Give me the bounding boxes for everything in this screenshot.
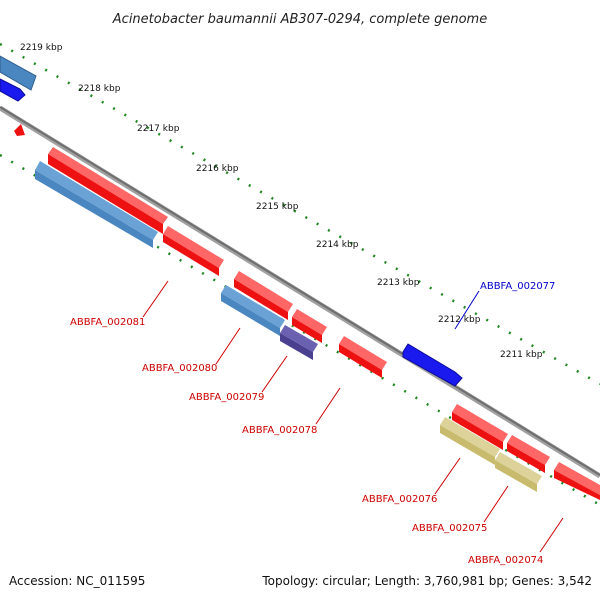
gene-label-ABBFA_002080[interactable]: ABBFA_002080 <box>142 363 217 374</box>
feature-cds-reverse-topleft[interactable] <box>0 78 26 102</box>
leader-ABBFA_002080 <box>215 327 241 365</box>
feature-cds-forward-5[interactable] <box>339 336 387 378</box>
feature-orf-1[interactable] <box>35 161 158 248</box>
accession-text: Accession: NC_011595 <box>9 574 145 588</box>
gene-label-ABBFA_002076[interactable]: ABBFA_002076 <box>362 494 437 505</box>
gene-label-ABBFA_002074[interactable]: ABBFA_002074 <box>468 555 543 566</box>
leader-ABBFA_002076 <box>434 457 461 495</box>
gene-label-ABBFA_002078[interactable]: ABBFA_002078 <box>242 425 317 436</box>
feature-cds-forward-8[interactable] <box>554 462 600 500</box>
scale-label-2218: 2218 kbp <box>78 84 121 94</box>
feature-gene-product-1[interactable] <box>440 417 500 465</box>
gene-label-ABBFA_002075[interactable]: ABBFA_002075 <box>412 523 487 534</box>
feature-cds-forward-1[interactable] <box>48 147 168 234</box>
leader-ABBFA_002077 <box>454 290 480 330</box>
scale-label-2217: 2217 kbp <box>137 124 180 134</box>
gene-label-ABBFA_002077[interactable]: ABBFA_002077 <box>480 281 555 292</box>
scale-label-2211: 2211 kbp <box>500 350 543 360</box>
feature-orf-alt-1[interactable] <box>280 325 318 360</box>
outer-tick-track <box>0 42 600 386</box>
feature-cds-forward-7[interactable] <box>507 435 550 473</box>
genome-summary-text: Topology: circular; Length: 3,760,981 bp… <box>261 574 592 588</box>
scale-label-2214: 2214 kbp <box>316 240 359 250</box>
scale-label-2215: 2215 kbp <box>256 202 299 212</box>
feature-orf-topleft[interactable] <box>0 55 37 91</box>
scale-label-2216: 2216 kbp <box>196 164 239 174</box>
feature-gene-product-2[interactable] <box>495 452 542 492</box>
feature-cds-forward-4[interactable] <box>292 309 327 343</box>
map-title: Acinetobacter baumannii AB307-0294, comp… <box>112 12 487 27</box>
feature-cds-reverse-1[interactable] <box>402 343 463 387</box>
gene-label-ABBFA_002081[interactable]: ABBFA_002081 <box>70 317 145 328</box>
scale-label-2212: 2212 kbp <box>438 315 481 325</box>
leader-ABBFA_002079 <box>261 355 288 393</box>
genome-backbone-core <box>0 106 600 476</box>
leader-ABBFA_002078 <box>315 387 341 425</box>
leader-ABBFA_002074 <box>539 517 564 553</box>
scale-label-2219: 2219 kbp <box>20 43 63 53</box>
leader-ABBFA_002081 <box>142 280 169 318</box>
feature-cds-forward-2[interactable] <box>163 226 224 276</box>
feature-cds-forward-6[interactable] <box>452 404 508 450</box>
gene-label-ABBFA_002079[interactable]: ABBFA_002079 <box>189 392 264 403</box>
leader-ABBFA_002075 <box>483 485 509 523</box>
feature-cds-forward-3[interactable] <box>234 271 293 320</box>
feature-cds-small-topleft[interactable] <box>14 124 25 136</box>
feature-orf-2[interactable] <box>221 285 285 336</box>
scale-label-2213: 2213 kbp <box>377 278 420 288</box>
